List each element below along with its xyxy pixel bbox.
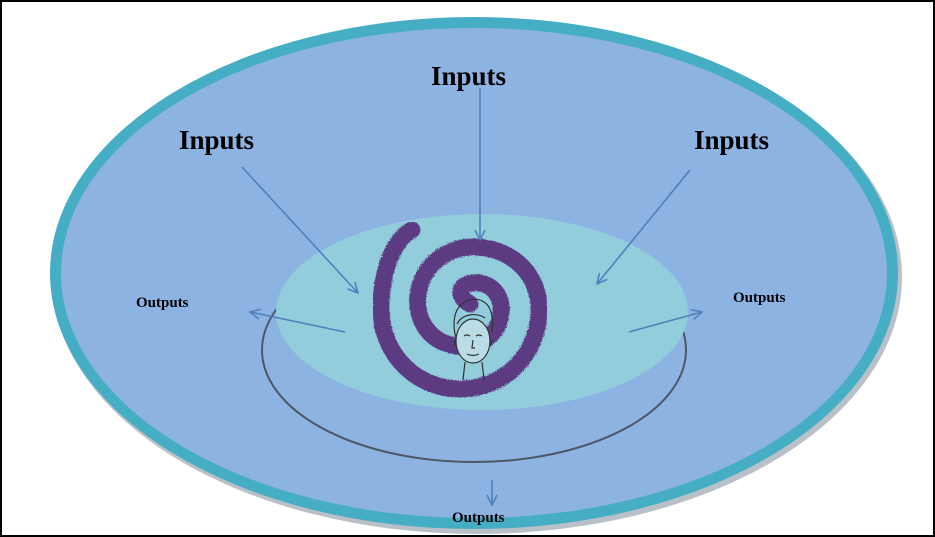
- output-label-left: Outputs: [136, 295, 189, 311]
- inner-disc: [276, 214, 688, 410]
- input-arrow-right: [597, 169, 691, 284]
- spiral-icon: [372, 221, 548, 398]
- output-label-right: Outputs: [733, 290, 786, 306]
- output-arrow-right: [628, 312, 702, 333]
- input-arrow-left: [241, 166, 358, 293]
- input-label-right: Inputs: [694, 125, 770, 155]
- output-label-bottom: Outputs: [452, 510, 505, 526]
- person-face-icon: [453, 298, 494, 381]
- input-label-left: Inputs: [179, 125, 255, 155]
- output-arrow-left: [250, 312, 346, 333]
- input-label-top: Inputs: [431, 61, 507, 91]
